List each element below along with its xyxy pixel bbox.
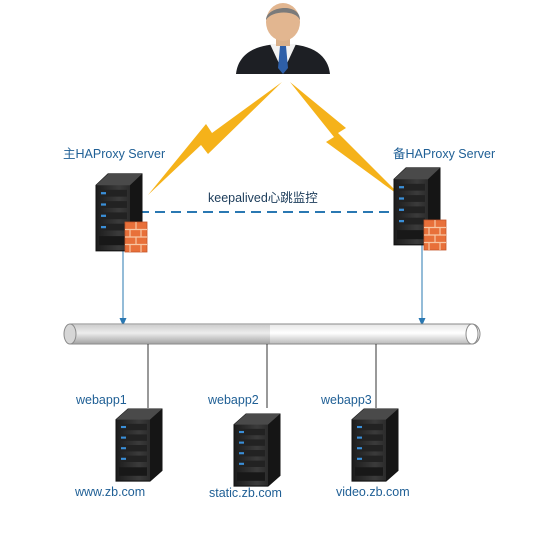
primary-haproxy-label: 主HAProxy Server [63, 147, 166, 161]
heartbeat-label: keepalived心跳监控 [208, 191, 318, 205]
webapp2-domain: static.zb.com [209, 486, 282, 500]
webapp1-domain: www.zb.com [75, 485, 146, 499]
webapp2-server-icon [233, 413, 281, 487]
webapp3-server-icon [351, 408, 399, 482]
backup-firewall-icon [423, 219, 447, 251]
webapp3-domain: video.zb.com [336, 485, 410, 499]
primary-firewall-icon [124, 221, 148, 253]
lightning-bolt-backup [290, 82, 404, 199]
network-bus [63, 323, 481, 345]
webapp2-label: webapp2 [208, 393, 259, 407]
webapp1-server-icon [115, 408, 163, 482]
webapp1-label: webapp1 [76, 393, 127, 407]
backup-haproxy-label: 备HAProxy Server [393, 147, 496, 161]
lightning-bolt-primary [148, 82, 282, 195]
businessman-icon [236, 3, 330, 74]
webapp3-label: webapp3 [321, 393, 372, 407]
